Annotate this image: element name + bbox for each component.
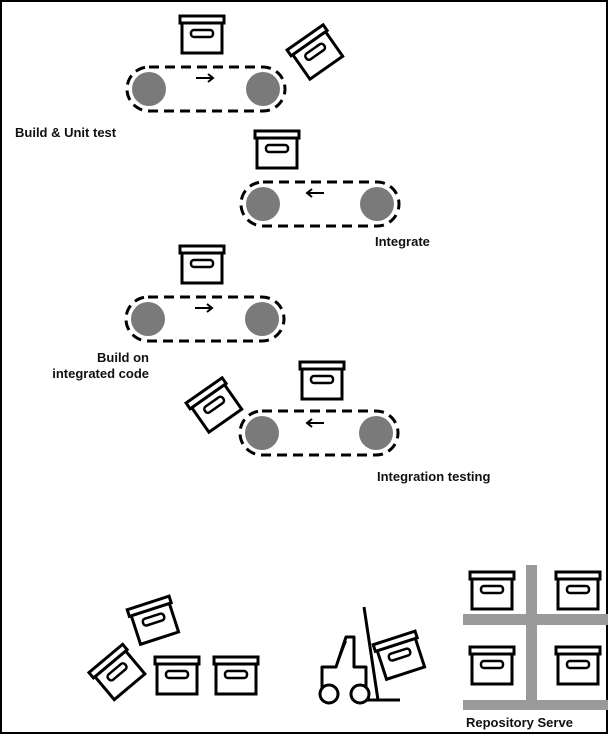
box-icon (178, 14, 226, 55)
stage-label-build-on: Build on (97, 350, 149, 365)
stage-integration-testing (184, 360, 400, 457)
box-icon (178, 244, 226, 285)
box-icon (468, 645, 516, 686)
storage-rack-icon (463, 565, 608, 710)
stage-label-build-unit-test: Build & Unit test (15, 125, 117, 140)
box-icon (554, 570, 602, 611)
stage-build-unit-test (125, 14, 346, 113)
conveyor-belt-icon (239, 180, 401, 228)
arrow-left-icon (305, 418, 324, 428)
box-icon (298, 360, 346, 401)
conveyor-belt-icon (125, 65, 287, 113)
arrow-right-icon (196, 73, 215, 83)
box-icon (253, 129, 301, 170)
stage-build-integrated (124, 244, 286, 343)
stage-label-integrated-code: integrated code (52, 366, 149, 381)
stage-integrate (239, 129, 401, 228)
box-icon (554, 645, 602, 686)
box-icon (87, 642, 148, 703)
arrow-left-icon (305, 188, 324, 198)
repository-label: Repository Serve (466, 715, 573, 730)
box-icon (153, 655, 201, 696)
conveyor-belt-icon (124, 295, 286, 343)
forklift-icon (318, 606, 428, 705)
box-icon (371, 629, 428, 682)
stage-label-integrate: Integrate (375, 234, 430, 249)
box-icon (468, 570, 516, 611)
stage-label-integration-testing: Integration testing (377, 469, 491, 484)
box-icon (125, 594, 182, 647)
box-icon (285, 23, 346, 82)
arrow-right-icon (195, 303, 214, 313)
conveyor-belt-icon (238, 409, 400, 457)
box-icon (212, 655, 260, 696)
box-pile (87, 594, 260, 703)
box-icon (184, 376, 245, 435)
